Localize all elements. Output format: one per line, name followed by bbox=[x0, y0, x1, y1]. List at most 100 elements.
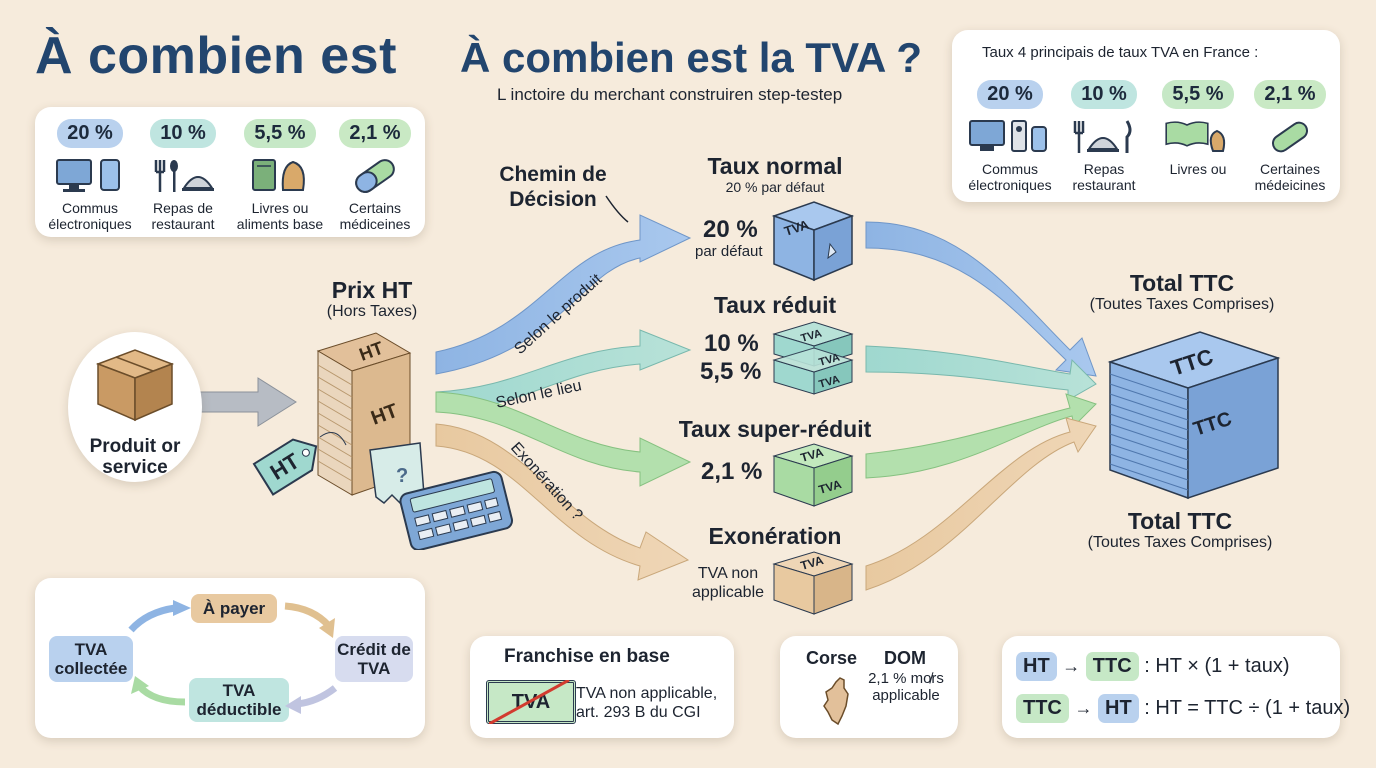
total-bottom-sub: (Toutes Taxes Comprises) bbox=[1087, 534, 1273, 551]
tva-box-exon-icon: TVA bbox=[772, 551, 854, 615]
rate-label: Livres ou bbox=[1169, 161, 1227, 177]
rate-label: Livres ou aliments base bbox=[236, 200, 324, 232]
receipt-question: ? bbox=[396, 465, 408, 487]
corsica-map-icon bbox=[823, 677, 849, 726]
arrow-icon: → bbox=[1062, 656, 1081, 676]
tva-cycle-card: À payer Crédit de TVA TVA déductible TVA… bbox=[35, 578, 425, 738]
flow-label-produit: Selon le produit bbox=[511, 271, 605, 358]
rate-item-2-1: 2,1 % Certaines médeicines bbox=[1240, 80, 1340, 193]
node-reduit-value2: 5,5 % bbox=[700, 358, 762, 385]
tva-box-text-2: TVA bbox=[818, 351, 842, 368]
arrow-icon: → bbox=[1074, 698, 1093, 718]
formula-expr-2: : HT = TTC ÷ (1 + taux) bbox=[1144, 697, 1351, 719]
rate-pill: 5,5 % bbox=[244, 119, 316, 148]
prix-ht-title: Prix HT bbox=[331, 277, 413, 303]
arrow-normal-to-ttc bbox=[865, 221, 1097, 377]
tva-box-reduit-icon: TVA TVA TVA bbox=[772, 321, 854, 395]
calculator-icon bbox=[399, 470, 514, 550]
rate-item-20: 20 % Commus électroniques bbox=[960, 80, 1060, 193]
arrow-reduit-to-ttc bbox=[865, 345, 1097, 401]
prix-ht-sub: (Hors Taxes) bbox=[326, 303, 418, 320]
rate-pill: 10 % bbox=[150, 119, 216, 148]
cycle-collectee: TVA collectée bbox=[49, 636, 133, 682]
arrow-selon-lieu bbox=[435, 329, 692, 413]
formula-card: HT → TTC : HT × (1 + taux) TTC → HT : HT… bbox=[1002, 636, 1350, 738]
tva-stamp-icon: TVA bbox=[486, 680, 576, 724]
rates-heading: Taux 4 principais de taux TVA en France … bbox=[982, 44, 1259, 61]
decision-label: Chemin de Décision bbox=[499, 163, 607, 211]
total-top-title: Total TTC bbox=[1129, 270, 1235, 296]
franchise-text: TVA non applicable, art. 293 B du CGI bbox=[576, 685, 718, 721]
node-exon-title: Exonération bbox=[708, 523, 842, 549]
rate-pill: 10 % bbox=[1071, 80, 1137, 109]
rates-card-right: Taux 4 principais de taux TVA en France … bbox=[952, 30, 1340, 202]
cycle-a-payer: À payer bbox=[191, 594, 277, 623]
formula-chip-ht: HT bbox=[1098, 694, 1139, 723]
node-normal-sub: 20 % par défaut bbox=[725, 179, 825, 195]
node-normal-value-sub: par défaut bbox=[695, 243, 763, 260]
formula-chip-ttc: TTC bbox=[1016, 694, 1069, 723]
rates-card-left: 20 % Commus électroniques 10 % Repas de … bbox=[35, 107, 425, 237]
formula-expr-1: : HT × (1 + taux) bbox=[1144, 655, 1290, 677]
subtitle: L inctoire du merchant construiren step-… bbox=[497, 85, 843, 104]
rate-pill: 20 % bbox=[977, 80, 1043, 109]
rate-item-10: 10 % Repas de restaurant bbox=[133, 119, 233, 232]
arrow-selon-produit bbox=[435, 214, 692, 375]
box-icon bbox=[95, 349, 175, 422]
franchise-card: Franchise en base TVA TVA non applicable… bbox=[470, 636, 734, 738]
flow-label-exoneration: Exonération ? bbox=[507, 439, 586, 524]
rate-label: Repas restaurant bbox=[1072, 161, 1136, 193]
tva-box-text-3: TVA bbox=[818, 373, 842, 390]
restaurant-icon bbox=[133, 156, 233, 196]
formula-row-2: TTC → HT : HT = TTC ÷ (1 + taux) bbox=[1016, 694, 1350, 723]
formula-chip-ht: HT bbox=[1016, 652, 1057, 681]
left-title: À combien est bbox=[35, 27, 397, 85]
node-reduit-value1: 10 % bbox=[704, 330, 759, 357]
rate-label: Repas de restaurant bbox=[151, 200, 215, 232]
dom-text: 2,1 % mo̸rs applicable bbox=[868, 670, 944, 704]
cycle-arrows bbox=[128, 600, 338, 714]
rate-label: Certaines médeicines bbox=[1254, 161, 1326, 193]
franchise-title: Franchise en base bbox=[504, 646, 670, 667]
book-bag-icon bbox=[1148, 117, 1248, 157]
main-title: À combien est la TVA ? bbox=[460, 34, 923, 81]
node-super-value: 2,1 % bbox=[701, 458, 763, 485]
rate-label: Commus électroniques bbox=[48, 200, 132, 232]
tva-box-text: TVA bbox=[800, 327, 824, 344]
product-label: Produit or service bbox=[89, 436, 181, 478]
tva-box-super-icon: TVA TVA bbox=[772, 443, 854, 507]
total-top-sub: (Toutes Taxes Comprises) bbox=[1089, 296, 1275, 313]
ht-stack-icon: HT HT HT ? bbox=[252, 332, 425, 505]
books-bread-icon bbox=[230, 156, 330, 196]
flow-label-lieu: Selon le lieu bbox=[494, 377, 583, 412]
node-normal-value: 20 % bbox=[703, 216, 758, 243]
cycle-deductible: TVA déductible bbox=[189, 678, 289, 722]
corse-dom-card: Corse DOM 2,1 % mo̸rs applicable bbox=[780, 636, 958, 738]
rate-pill: 20 % bbox=[57, 119, 123, 148]
rate-item-5-5: 5,5 % Livres ou aliments base bbox=[230, 119, 330, 232]
electronics-icon bbox=[40, 156, 140, 196]
rate-label: Certains médiceines bbox=[339, 200, 411, 232]
node-normal-title: Taux normal bbox=[707, 153, 843, 179]
pill-icon bbox=[325, 156, 425, 196]
tva-box-text: TVA bbox=[799, 553, 825, 573]
pill-icon bbox=[1240, 117, 1340, 157]
tva-box-normal-icon: TVA bbox=[771, 201, 855, 282]
rate-item-20: 20 % Commus électroniques bbox=[40, 119, 140, 232]
node-reduit-title: Taux réduit bbox=[713, 292, 837, 318]
rate-item-5-5: 5,5 % Livres ou bbox=[1148, 80, 1248, 177]
total-bottom-title: Total TTC bbox=[1127, 508, 1233, 534]
tva-box-text: TVA bbox=[799, 445, 825, 465]
rate-item-2-1: 2,1 % Certains médiceines bbox=[325, 119, 425, 232]
rate-item-10: 10 % Repas restaurant bbox=[1054, 80, 1154, 193]
electronics-icon bbox=[960, 117, 1060, 157]
rate-pill: 2,1 % bbox=[1254, 80, 1326, 109]
arrow-exon-to-ttc bbox=[865, 417, 1097, 591]
rate-label: Commus électroniques bbox=[968, 161, 1052, 193]
rate-pill: 5,5 % bbox=[1162, 80, 1234, 109]
restaurant-icon bbox=[1054, 117, 1154, 157]
node-super-title: Taux super-réduit bbox=[678, 416, 872, 442]
corse-label: Corse bbox=[806, 648, 858, 668]
tva-box-text-2: TVA bbox=[817, 477, 843, 497]
dom-label: DOM bbox=[884, 648, 926, 668]
